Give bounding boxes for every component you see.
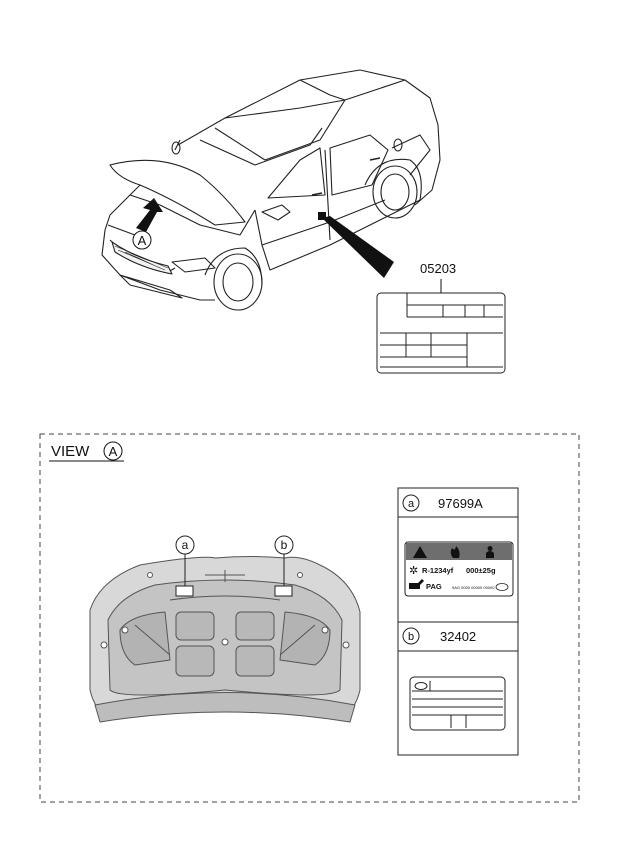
parts-marker-a: a: [408, 498, 415, 510]
refrigerant-amount: 000±25g: [466, 566, 496, 575]
hood-label-a-location: [175, 585, 194, 597]
emission-label-drawing: [409, 676, 506, 731]
view-letter-circle: [103, 441, 123, 461]
hood-label-b-location: [274, 585, 293, 597]
snowflake-icon: ✲: [409, 564, 418, 577]
hood-marker-a: a: [182, 538, 189, 552]
hood-marker-b-circle: [274, 535, 294, 555]
tire-label-drawing: [376, 292, 506, 374]
part-number-97699a: 97699A: [438, 496, 483, 511]
service-person-icon: [486, 546, 494, 558]
car-illustration: [101, 69, 441, 311]
hood-arrow-icon: [136, 198, 163, 232]
label-code: 9AG 0000 00000 00000: [452, 585, 495, 590]
hood-marker-a-circle: [175, 535, 195, 555]
view-letter: A: [109, 444, 118, 459]
view-title: VIEW: [51, 443, 90, 460]
parts-table: [397, 487, 519, 756]
part-number-32402: 32402: [440, 629, 476, 644]
warning-triangle-icon: [413, 546, 427, 558]
part-number-05203: 05203: [420, 261, 456, 276]
parts-marker-b: b: [408, 631, 414, 643]
hood-marker-b: b: [281, 538, 288, 552]
label-pointer: [322, 216, 394, 278]
oil-type: PAG: [426, 582, 442, 591]
fire-hazard-icon: [450, 546, 460, 558]
callout-a-circle: [132, 230, 152, 250]
parts-marker-b-circle: [402, 627, 420, 645]
callout-a-letter: A: [138, 233, 147, 248]
refrigerant-type: R-1234yf: [422, 566, 454, 575]
hood-underside-drawing: [89, 556, 361, 723]
refrigerant-label-drawing: ✲ R-1234yf 000±25g PAG 9AG 0000 00000 00…: [404, 541, 514, 597]
view-a-frame: [39, 433, 580, 803]
parts-marker-a-circle: [402, 494, 420, 512]
label-oval-mark: [495, 583, 509, 591]
label-location-marker: [318, 212, 326, 220]
oil-can-icon: [409, 579, 424, 589]
